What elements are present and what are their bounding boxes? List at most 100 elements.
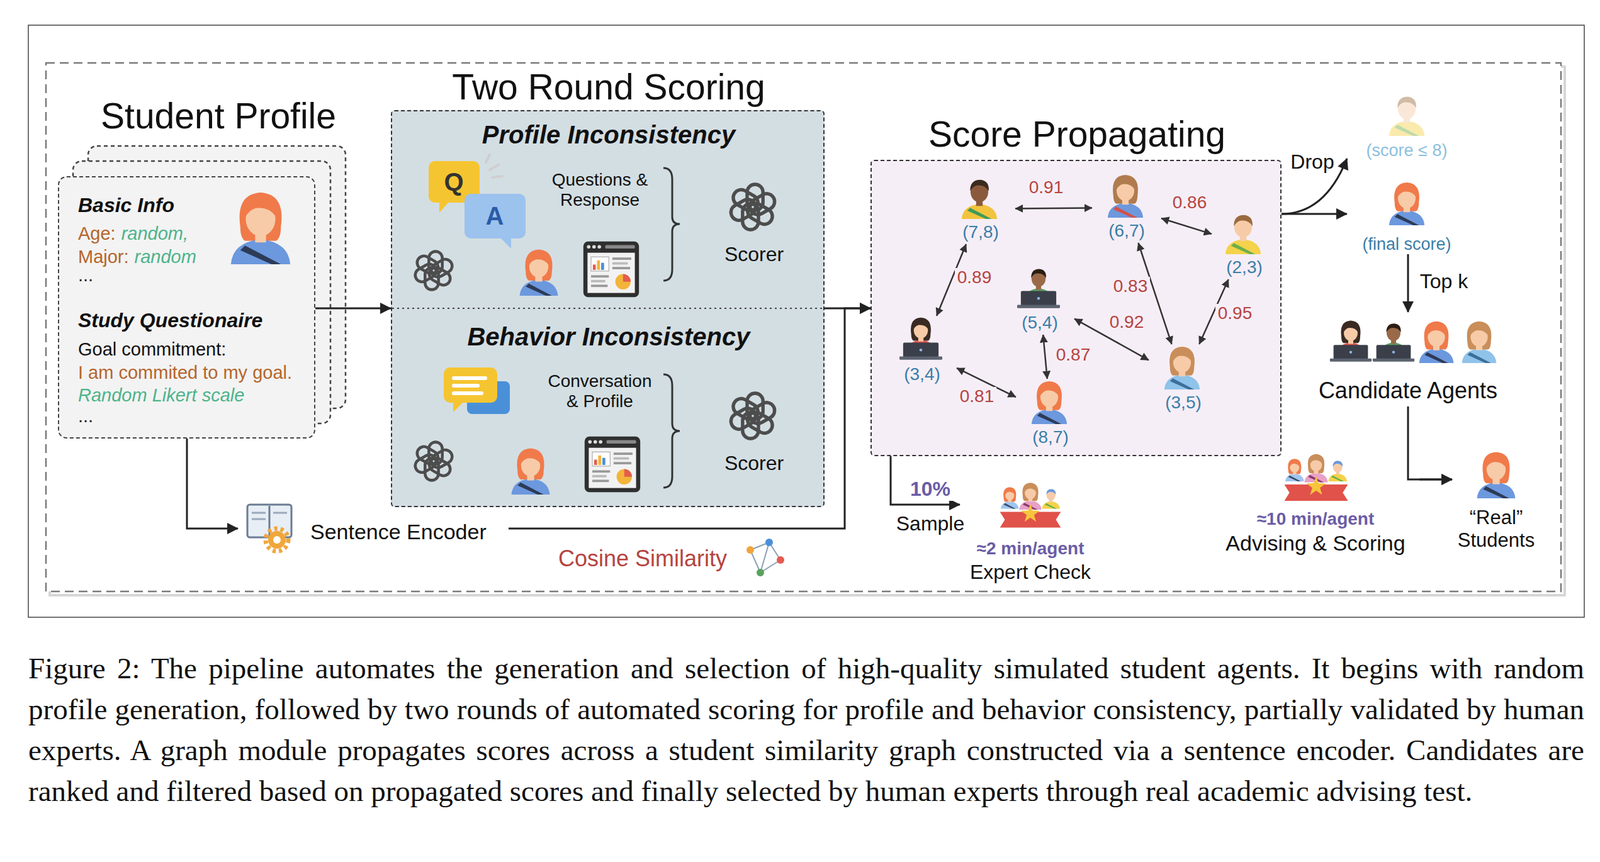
connector-arrow	[1407, 254, 1410, 313]
illustration-part	[265, 528, 289, 552]
arrow-note: Sample	[896, 512, 965, 536]
input-note: Conversation & Profile	[545, 371, 656, 412]
icon	[728, 393, 778, 439]
field-label: Age:	[78, 223, 116, 245]
illustration-part	[28, 25, 1585, 618]
illustration-part	[273, 536, 281, 544]
student-node: (6,7)	[1092, 172, 1162, 243]
scorer-label: Scorer	[724, 242, 784, 267]
field-value: I am commited to my goal.	[78, 362, 293, 384]
icon	[1225, 211, 1261, 255]
illustration-part	[390, 110, 825, 508]
icon	[728, 184, 778, 230]
connector-arrow	[1419, 478, 1453, 481]
score-tag: (7,8)	[962, 222, 999, 243]
student-node: (8,7)	[1015, 378, 1086, 450]
connector-arrow	[1015, 207, 1093, 209]
illustration-part	[489, 164, 499, 170]
edge-label: 0.89	[954, 268, 995, 288]
icon	[1389, 93, 1425, 136]
connector-arrow	[890, 456, 960, 505]
score-tag: (final score)	[1362, 234, 1451, 255]
icon	[1017, 266, 1060, 309]
illustration-part	[273, 512, 288, 515]
encoder-box: Sentence Encoder	[237, 503, 509, 554]
student-node: (3,4)	[887, 315, 957, 387]
illustration-part	[756, 569, 765, 577]
score-tag: (5,4)	[1021, 312, 1059, 333]
illustration-part	[746, 546, 755, 554]
student-node: (5,4)	[1005, 264, 1075, 335]
profile-card: Student ProfileBasic InfoAge:random,Majo…	[57, 176, 316, 439]
edge-label: 0.87	[1053, 345, 1094, 366]
icon	[412, 442, 455, 481]
field-value: random,	[121, 223, 189, 245]
bubble-letter: Q	[443, 167, 464, 197]
connector-arrow	[1281, 213, 1347, 216]
round-heading: Behavior Inconsistency	[467, 322, 750, 352]
icon	[584, 436, 641, 493]
illustration-part	[776, 556, 785, 564]
score-tag: (3,5)	[1165, 392, 1202, 413]
illustration-part	[870, 159, 1282, 457]
scorer-label: Scorer	[724, 451, 784, 476]
icon	[1031, 381, 1067, 425]
edge-label: 0.92	[1107, 312, 1147, 333]
edge-label: Top k	[1417, 270, 1471, 293]
advising-group: ≈10 min/agentAdvising & Scoring	[1211, 443, 1420, 558]
edge-label: 10%	[907, 478, 953, 501]
illustration-part	[443, 367, 498, 413]
icon	[1477, 451, 1516, 499]
score-tag: (2,3)	[1226, 257, 1263, 278]
illustration-part	[464, 193, 526, 249]
encoder-label: Sentence Encoder	[310, 519, 487, 545]
step-label: Expert Check	[969, 560, 1091, 585]
step-label: Candidate Agents	[1318, 377, 1498, 404]
ellipsis: ...	[78, 264, 94, 286]
time-note: ≈10 min/agent	[1256, 509, 1375, 530]
score-tag: (3,4)	[903, 364, 941, 385]
final-agent: (final score)	[1346, 177, 1467, 255]
edge-label: 0.81	[957, 387, 998, 407]
edge-label: 0.91	[1026, 178, 1067, 198]
icon	[1000, 482, 1062, 528]
field-value: random	[134, 246, 197, 268]
section-heading: Basic Info	[78, 193, 175, 218]
illustration-part	[663, 374, 680, 488]
icon	[412, 251, 455, 291]
illustration-part	[251, 512, 266, 515]
connector-arrow	[1042, 334, 1048, 379]
icon	[1419, 321, 1454, 364]
step-label: “Real” Students	[1452, 506, 1541, 552]
icon	[1372, 321, 1415, 362]
scoring-round: Behavior InconsistencyConversation & Pro…	[392, 309, 826, 509]
field-label: Major:	[78, 246, 130, 268]
icon	[583, 241, 639, 298]
panel-heading: Score Propagating	[928, 113, 1226, 156]
illustration-part	[492, 176, 503, 178]
illustration-part	[750, 542, 781, 573]
illustration-part	[45, 62, 1561, 592]
edge-label: 0.95	[1215, 304, 1256, 324]
field-label: Goal commitment:	[78, 339, 226, 361]
student-node: (3,5)	[1148, 344, 1218, 415]
edge-label: Drop	[1287, 151, 1337, 174]
illustration-part	[392, 307, 824, 310]
illustration-part	[451, 391, 484, 396]
icon	[511, 448, 551, 495]
score-tag: (6,7)	[1108, 220, 1145, 242]
illustration-part	[765, 538, 773, 547]
panel-heading: Two Round Scoring	[451, 66, 765, 109]
round-heading: Profile Inconsistency	[482, 120, 736, 150]
expert-group: ≈2 min/agentExpert Check	[959, 468, 1102, 589]
field-value: Random Likert scale	[78, 385, 245, 406]
illustration-part	[663, 168, 680, 281]
icon	[961, 176, 998, 220]
edge-label: Cosine Similarity	[555, 546, 730, 572]
student-node: (2,3)	[1211, 208, 1278, 280]
icon	[1284, 454, 1349, 502]
bubble-letter: A	[485, 201, 505, 231]
connector-arrow	[1408, 406, 1453, 480]
edge-label: 0.83	[1110, 276, 1151, 297]
